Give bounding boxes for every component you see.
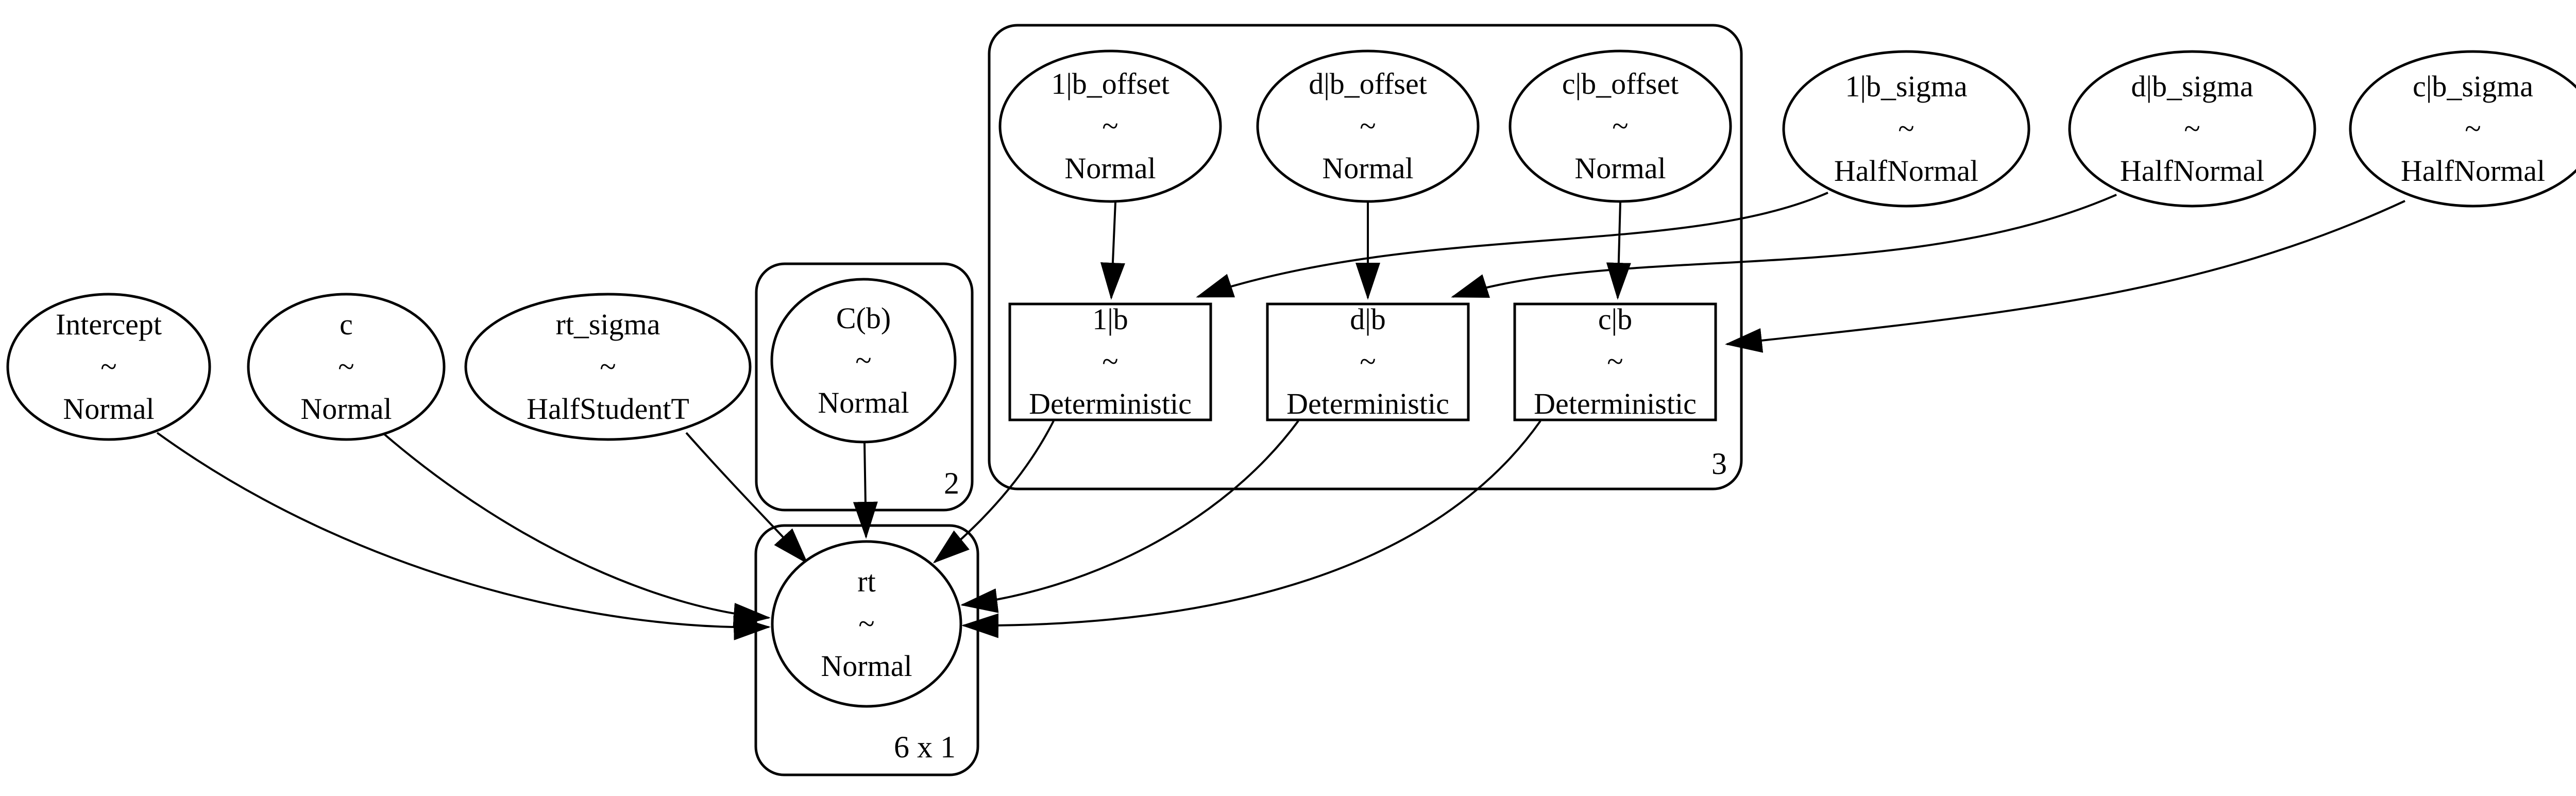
node-dlb-rect — [1266, 302, 1470, 421]
node-distribution: Deterministic — [1029, 387, 1192, 420]
node-rt-sigma-ellipse — [464, 293, 752, 441]
edge-clb-offset-to-clb — [1606, 201, 1631, 300]
node-name: 1|b — [1092, 302, 1128, 336]
node-name: c|b_sigma — [2413, 70, 2533, 103]
node-dlb-offset-ellipse — [1256, 49, 1480, 203]
edge-lb-sigma-to-lb — [1196, 192, 1828, 298]
edge-intercept-to-rt — [156, 432, 771, 640]
node-name: c — [340, 308, 353, 341]
node-clb-rect — [1513, 302, 1717, 421]
tilde: ~ — [1360, 109, 1376, 143]
node-rt-label: rt ~ Normal — [821, 561, 912, 687]
node-lb-label: 1|b ~ Deterministic — [1029, 298, 1192, 425]
edge-lb-offset-to-lb — [1100, 201, 1125, 300]
node-name: 1|b_offset — [1051, 67, 1170, 100]
node-c-label: c ~ Normal — [300, 303, 392, 430]
tilde: ~ — [100, 350, 117, 383]
edge-rt-sigma-to-rt — [685, 432, 808, 564]
node-name: rt_sigma — [555, 308, 660, 341]
node-clb-sigma-label: c|b_sigma ~ HalfNormal — [2401, 65, 2545, 192]
node-distribution: Normal — [1322, 151, 1414, 185]
edge-c-to-rt — [383, 433, 771, 628]
edge-lb-to-rt — [933, 420, 1055, 564]
tilde: ~ — [338, 350, 354, 383]
plate-6x1-label: 6 x 1 — [894, 730, 956, 764]
node-intercept-ellipse — [6, 293, 211, 441]
node-distribution: Normal — [300, 392, 392, 426]
tilde: ~ — [1360, 345, 1376, 378]
edge-clb-to-rt — [961, 420, 1541, 638]
node-distribution: Normal — [63, 392, 155, 426]
node-name: Intercept — [55, 308, 162, 341]
node-name: c|b — [1598, 302, 1633, 336]
node-c-ellipse — [247, 293, 446, 441]
node-distribution: HalfNormal — [2400, 154, 2546, 188]
tilde: ~ — [1102, 109, 1118, 143]
edge-dlb-sigma-to-dlb — [1451, 194, 2117, 298]
plate-2-label: 2 — [944, 466, 959, 500]
node-dlb-sigma-label: d|b_sigma ~ HalfNormal — [2120, 65, 2264, 192]
node-dlb-offset-label: d|b_offset ~ Normal — [1309, 63, 1427, 190]
node-dlb-sigma-ellipse — [2068, 50, 2316, 208]
node-rt-ellipse — [771, 540, 962, 708]
node-name: d|b_sigma — [2131, 70, 2253, 103]
node-cb-label: C(b) ~ Normal — [818, 297, 909, 424]
node-dlb-label: d|b ~ Deterministic — [1286, 298, 1449, 425]
tilde: ~ — [1607, 345, 1623, 378]
node-name: 1|b_sigma — [1845, 70, 1968, 103]
node-distribution: Normal — [821, 649, 912, 683]
node-distribution: Normal — [1064, 151, 1156, 185]
tilde: ~ — [858, 607, 875, 640]
tilde: ~ — [1612, 109, 1629, 143]
node-lb-offset-label: 1|b_offset ~ Normal — [1051, 63, 1170, 190]
node-name: C(b) — [836, 301, 891, 335]
node-name: rt — [857, 565, 876, 598]
node-intercept-label: Intercept ~ Normal — [56, 303, 162, 430]
node-distribution: Deterministic — [1286, 387, 1449, 420]
node-distribution: Normal — [1574, 151, 1666, 185]
node-distribution: HalfNormal — [1834, 154, 1979, 188]
node-lb-sigma-ellipse — [1782, 50, 2030, 208]
node-distribution: HalfNormal — [2120, 154, 2265, 188]
node-name: d|b_offset — [1309, 67, 1427, 100]
node-clb-label: c|b ~ Deterministic — [1534, 298, 1697, 425]
tilde: ~ — [1898, 112, 1914, 145]
node-lb-offset-ellipse — [998, 49, 1222, 203]
node-cb-ellipse — [770, 278, 957, 444]
edge-clb-sigma-to-clb — [1725, 200, 2405, 353]
node-rt-sigma-label: rt_sigma ~ HalfStudentT — [527, 303, 689, 430]
node-clb-offset-ellipse — [1509, 49, 1732, 203]
tilde: ~ — [1102, 345, 1118, 378]
tilde: ~ — [2184, 112, 2200, 145]
node-distribution: HalfStudentT — [527, 392, 689, 426]
node-distribution: Deterministic — [1534, 387, 1697, 420]
plate-3-border — [988, 24, 1743, 490]
node-clb-sigma-ellipse — [2349, 50, 2576, 208]
tilde: ~ — [2465, 112, 2481, 145]
edge-cb-to-rt — [853, 443, 878, 539]
plate-3-label: 3 — [1711, 447, 1727, 481]
node-name: c|b_offset — [1562, 67, 1679, 100]
node-clb-offset-label: c|b_offset ~ Normal — [1562, 63, 1679, 190]
node-lb-sigma-label: 1|b_sigma ~ HalfNormal — [1834, 65, 1978, 192]
tilde: ~ — [600, 350, 616, 383]
node-lb-rect — [1008, 302, 1212, 421]
node-name: d|b — [1350, 302, 1386, 336]
tilde: ~ — [855, 344, 872, 377]
node-distribution: Normal — [818, 386, 909, 419]
edge-dlb-to-rt — [960, 420, 1299, 613]
